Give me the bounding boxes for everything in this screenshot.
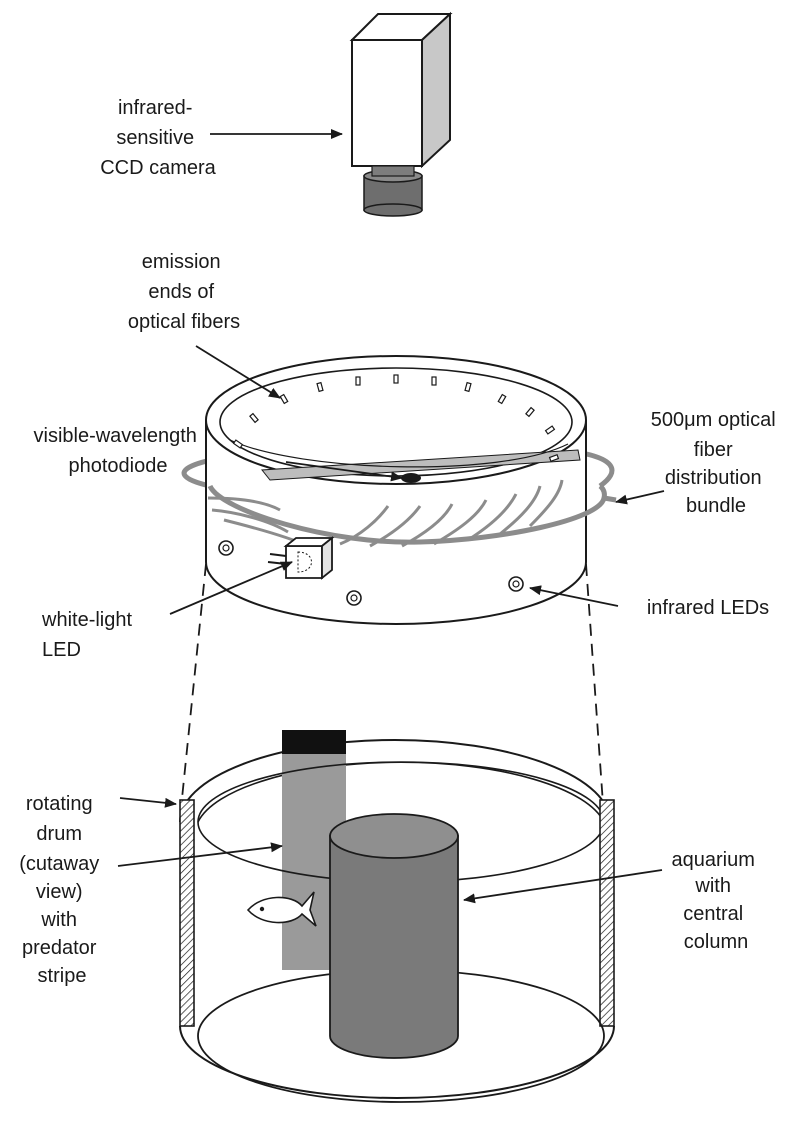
label-camera: infrared- sensitive CCD camera (100, 97, 216, 179)
photodiode (401, 473, 421, 483)
fish-icon (246, 891, 317, 927)
arrow-drum (119, 797, 177, 808)
arrow-emission (195, 345, 281, 399)
leader-arrows (117, 129, 665, 904)
arrow-ir-led (529, 585, 619, 607)
photodiode-beam-band (261, 449, 581, 481)
arrow-bundle (615, 490, 665, 505)
arrow-drum-stripe (117, 842, 283, 867)
label-aquarium: aquarium with central column (672, 849, 761, 953)
label-fiber-bundle: 500μm optical fiber distribution bundle (651, 409, 781, 517)
central-column (329, 813, 459, 1059)
arrow-photodiode (285, 461, 403, 482)
fiber-emission-ends (232, 374, 560, 463)
label-infrared-leds: infrared LEDs (647, 597, 769, 619)
arrow-aquarium (463, 869, 663, 904)
white-light-led (267, 536, 335, 580)
rotating-drum (179, 730, 615, 1103)
predator-stripe-dark-top (282, 730, 346, 754)
drum-wall-left (179, 799, 195, 1027)
ccd-camera (349, 11, 453, 217)
infrared-led (508, 576, 524, 592)
drum-wall-right (599, 799, 615, 1027)
fiber-ring-assembly (181, 355, 617, 625)
arrow-white-led (169, 561, 293, 615)
infrared-led (218, 540, 234, 556)
camera-body-side (421, 11, 451, 169)
fiber-bundle-front (207, 483, 607, 545)
camera-lens (363, 165, 423, 217)
label-rotating-drum: rotating drum (cutaway view) with predat… (19, 793, 105, 987)
camera-body-front (351, 39, 423, 167)
projection-line-right (585, 563, 605, 819)
label-white-light-led: white-light LED (41, 609, 138, 661)
label-emission-ends: emission ends of optical fibers (128, 251, 240, 333)
label-photodiode: visible-wavelength photodiode (34, 425, 203, 477)
infrared-led (346, 590, 362, 606)
projection-line-left (179, 563, 207, 819)
